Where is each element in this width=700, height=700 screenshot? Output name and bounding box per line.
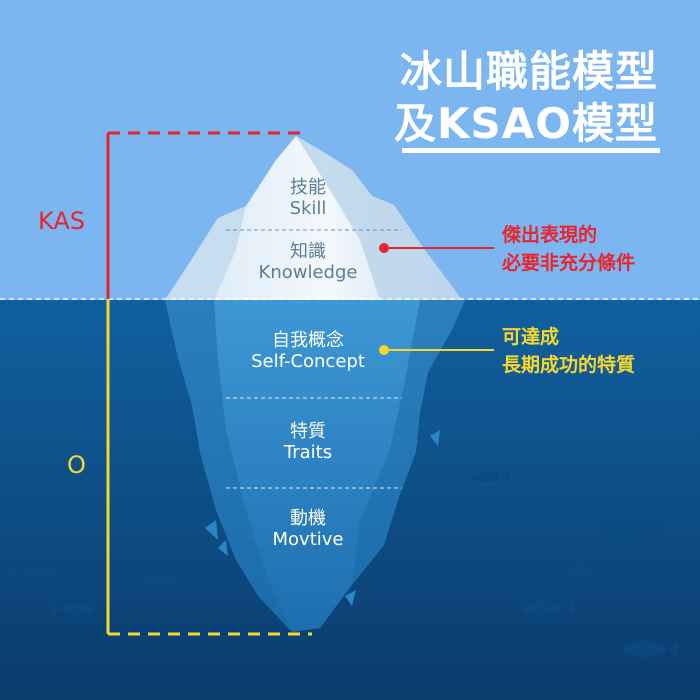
fish-icon [52, 602, 94, 616]
layer-knowledge-en: Knowledge [258, 261, 358, 283]
ice-shard [205, 520, 218, 540]
layer-traits-en: Traits [283, 441, 333, 463]
callout-below: 可達成 長期成功的特質 [502, 324, 635, 379]
callout-below-dot [379, 345, 389, 355]
layer-knowledge-zh: 知識 [290, 241, 326, 262]
layer-skill-zh: 技能 [290, 177, 326, 198]
kas-bracket [106, 131, 300, 299]
layer-skill: 技能 Skill [208, 177, 408, 219]
kas-label: KAS [38, 207, 85, 235]
page-title-line1: 冰山職能模型 [399, 47, 658, 96]
page-title-line2: 及KSAO模型 [393, 99, 658, 148]
ice-shard [345, 590, 356, 606]
fish-icon [8, 564, 60, 580]
callout-below-line1: 可達成 [502, 326, 560, 348]
title-underline [402, 148, 660, 153]
o-bracket [106, 300, 312, 636]
layer-skill-en: Skill [289, 197, 327, 219]
iceberg-underwater-shade-left [165, 300, 292, 632]
fish-icon [472, 471, 510, 483]
callout-above: 傑出表現的 必要非充分條件 [502, 222, 635, 277]
fish-icon [131, 573, 178, 587]
layer-traits-zh: 特質 [290, 421, 326, 442]
layer-traits: 特質 Traits [208, 421, 408, 463]
layer-motive-zh: 動機 [290, 508, 326, 529]
o-label: O [67, 451, 86, 479]
callout-above-line2: 必要非充分條件 [502, 251, 636, 274]
layer-motive: 動機 Movtive [208, 508, 408, 550]
fish-icon [522, 600, 574, 616]
ice-shard [430, 430, 440, 446]
iceberg-tip-shade-left [165, 206, 246, 300]
layer-self-concept-en: Self-Concept [251, 350, 365, 372]
fish-icon [602, 522, 658, 540]
iceberg-tip-shade [296, 136, 462, 300]
layer-self-concept: 自我概念 Self-Concept [208, 330, 408, 372]
callout-above-line1: 傑出表現的 [502, 224, 598, 246]
ice-shard [218, 540, 228, 556]
fish-icon [562, 563, 609, 577]
layer-motive-en: Movtive [272, 528, 344, 550]
iceberg-underwater-shade-right [352, 300, 465, 585]
fish-group [8, 471, 678, 658]
layer-knowledge: 知識 Knowledge [208, 241, 408, 283]
layer-self-concept-zh: 自我概念 [272, 330, 344, 351]
callout-below-line2: 長期成功的特質 [502, 353, 636, 376]
fish-icon [622, 640, 678, 658]
callout-above-dot [379, 243, 389, 253]
